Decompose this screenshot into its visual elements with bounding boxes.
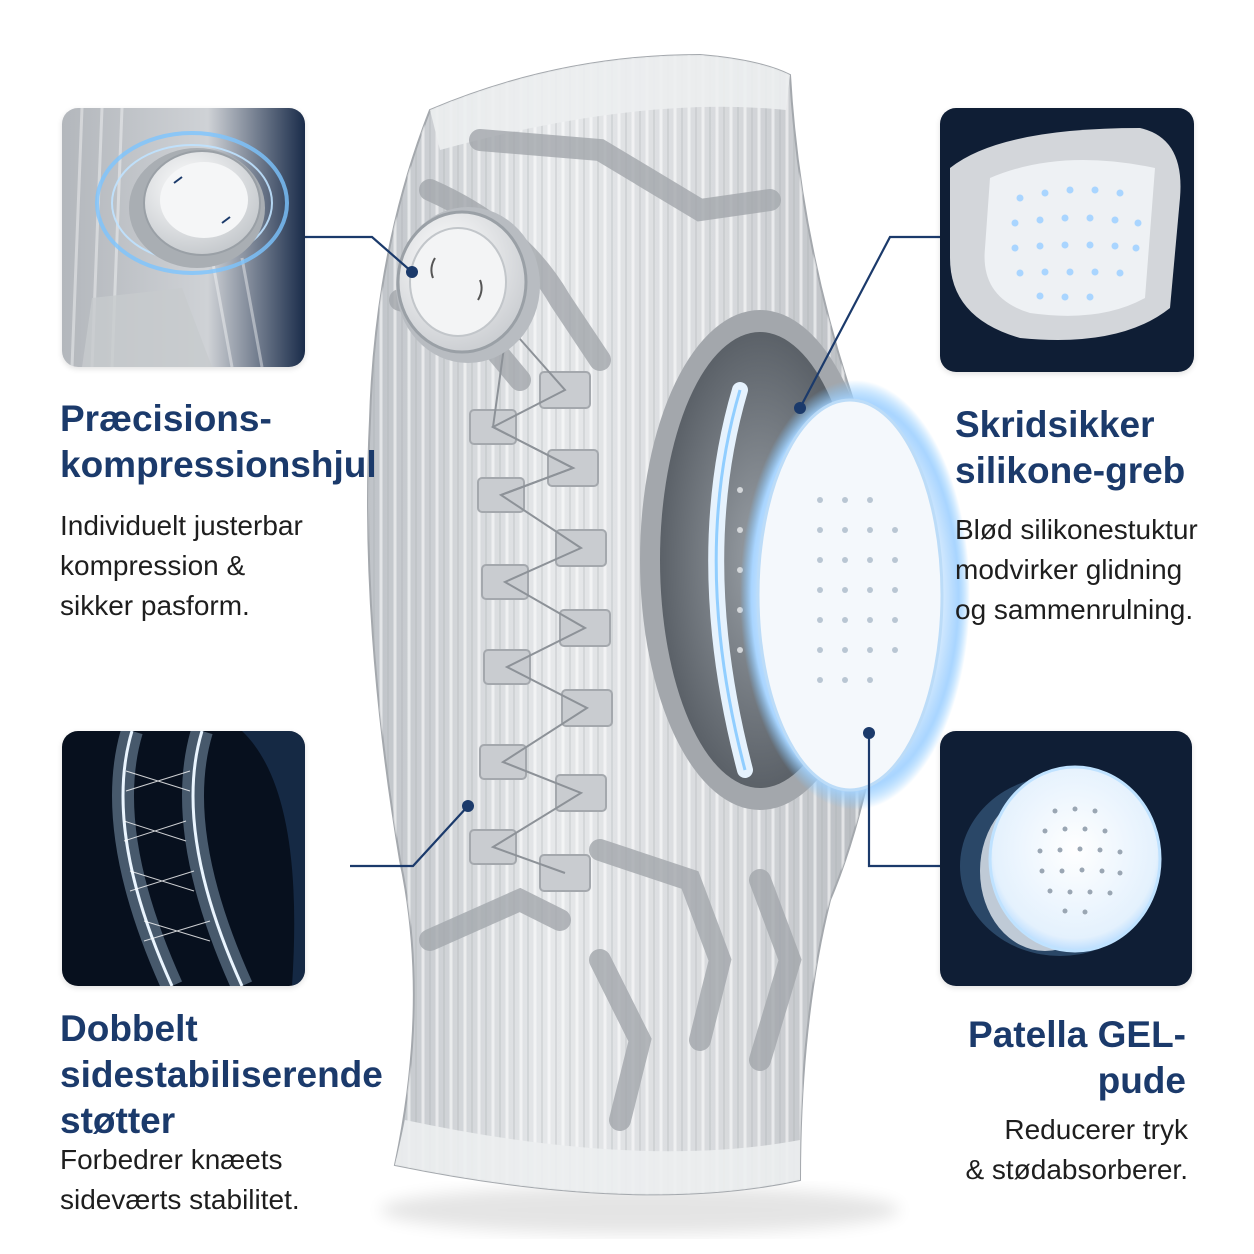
- sleeve-dial: [396, 207, 540, 363]
- title-line: støtter: [60, 1100, 176, 1141]
- side-stabilizer-icon: [62, 731, 305, 986]
- title-line: Skridsikker: [955, 404, 1155, 445]
- feature-title-patella-gel-pad: Patella GEL- pude: [968, 1012, 1186, 1104]
- text-line: modvirker glidning: [955, 554, 1183, 585]
- text-line: Reducerer tryk: [1004, 1114, 1188, 1145]
- text-line: & stødabsorberer.: [965, 1154, 1188, 1185]
- title-line: pude: [1097, 1060, 1186, 1101]
- feature-title-compression-wheel: Præcisions- kompressionshjul: [60, 396, 377, 488]
- feature-text-compression-wheel: Individuelt justerbar kompression & sikk…: [60, 506, 303, 626]
- feature-title-side-stabilizer: Dobbelt sidestabiliserende støtter: [60, 1006, 383, 1144]
- thumb-patella-gel-pad: [940, 731, 1192, 986]
- text-line: sideværts stabilitet.: [60, 1184, 300, 1215]
- compression-dial-icon: [62, 108, 305, 367]
- thumb-silicone-grip: [940, 108, 1194, 372]
- text-line: Forbedrer knæets: [60, 1144, 283, 1175]
- text-line: Blød silikonestuktur: [955, 514, 1198, 545]
- title-line: kompressionshjul: [60, 444, 377, 485]
- feature-text-patella-gel-pad: Reducerer tryk & stødabsorberer.: [965, 1110, 1188, 1190]
- thumb-side-stabilizer: [62, 731, 305, 986]
- patella-gel-pad-icon: [940, 731, 1192, 986]
- title-line: Dobbelt: [60, 1008, 198, 1049]
- title-line: Præcisions-: [60, 398, 272, 439]
- thumb-compression-wheel: [62, 108, 305, 367]
- text-line: Individuelt justerbar: [60, 510, 303, 541]
- text-line: kompression &: [60, 550, 246, 581]
- title-line: sidestabiliserende: [60, 1054, 383, 1095]
- feature-text-silicone-grip: Blød silikonestuktur modvirker glidning …: [955, 510, 1198, 630]
- silicone-grip-icon: [940, 108, 1194, 372]
- title-line: silikone-greb: [955, 450, 1186, 491]
- text-line: sikker pasform.: [60, 590, 250, 621]
- feature-text-side-stabilizer: Forbedrer knæets sideværts stabilitet.: [60, 1140, 300, 1220]
- title-line: Patella GEL-: [968, 1014, 1186, 1055]
- feature-title-silicone-grip: Skridsikker silikone-greb: [955, 402, 1185, 494]
- text-line: og sammenrulning.: [955, 594, 1194, 625]
